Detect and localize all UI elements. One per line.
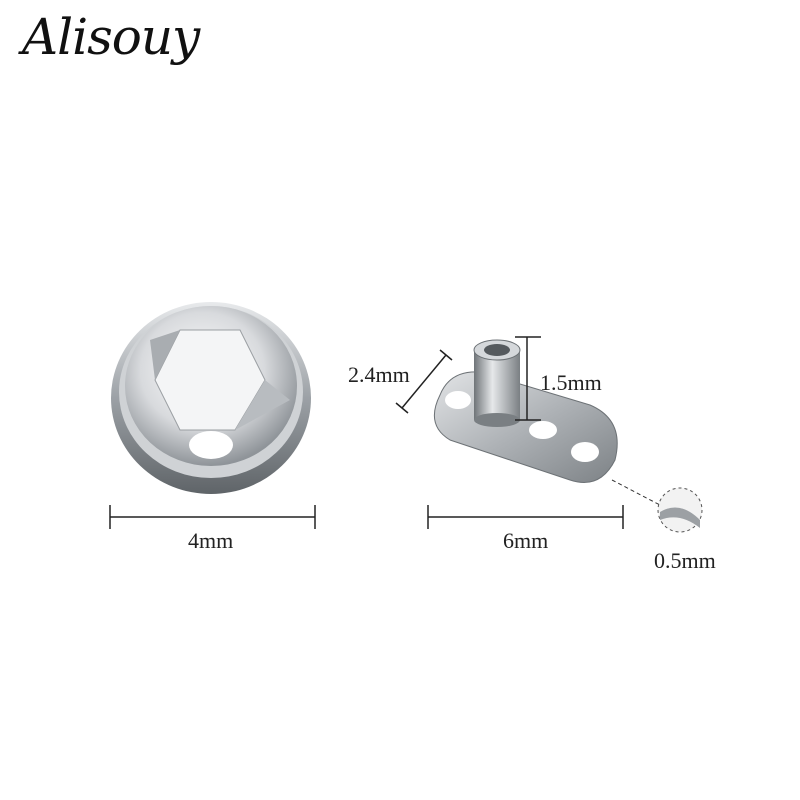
- dimension-lines: [109, 336, 624, 529]
- post-height-label: 1.5mm: [540, 370, 602, 395]
- thickness-detail: [611, 479, 703, 533]
- dermal-anchor-base: [433, 339, 618, 483]
- base-width-label: 2.4mm: [348, 362, 410, 387]
- gem-diameter-label: 4mm: [188, 528, 234, 553]
- gem-top: [111, 302, 311, 494]
- base-length-label: 6mm: [503, 528, 549, 553]
- brand-logo: Alisouy: [22, 8, 200, 66]
- base-thickness-label: 0.5mm: [654, 548, 716, 573]
